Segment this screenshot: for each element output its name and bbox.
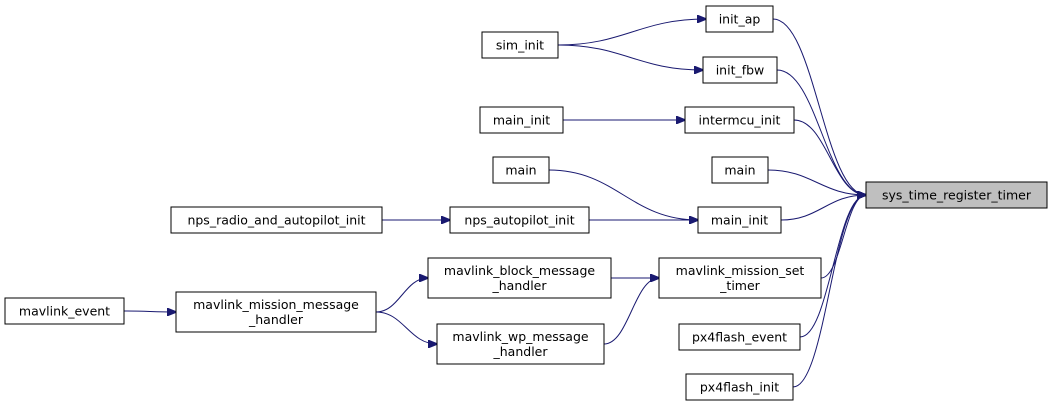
node-box	[4, 297, 125, 325]
node-label: sim_init	[496, 38, 544, 53]
node-init-fbw[interactable]: init_fbw	[702, 56, 778, 84]
node-label: nps_autopilot_init	[464, 213, 574, 228]
node-label: main	[505, 163, 536, 178]
edges-layer	[123, 18, 866, 388]
edge-sim_init-to-init_fbw	[557, 44, 703, 70]
node-label: main	[724, 163, 755, 178]
node-intermcu-init[interactable]: intermcu_init	[684, 106, 795, 134]
node-box	[481, 31, 559, 59]
edge-line	[767, 169, 866, 195]
node-box	[865, 181, 1048, 209]
node-label: intermcu_init	[699, 113, 781, 128]
node-label: _handler	[248, 312, 304, 327]
node-label: px4flash_event	[692, 330, 787, 345]
node-box	[449, 206, 590, 234]
node-px4flash-event[interactable]: px4flash_event	[678, 323, 801, 351]
node-label: mavlink_mission_message	[193, 297, 359, 312]
node-box	[479, 106, 564, 134]
node-label: init_ap	[719, 12, 761, 27]
node-label: mavlink_mission_set	[676, 263, 805, 278]
node-box	[684, 106, 795, 134]
node-label: mavlink_wp_message	[452, 329, 588, 344]
edge-main_right-to-sys_time_register_timer	[767, 169, 866, 195]
node-label: _handler	[492, 278, 548, 293]
edge-line	[548, 169, 698, 220]
node-label: main_init	[711, 213, 768, 228]
node-px4flash-init[interactable]: px4flash_init	[685, 373, 794, 401]
node-label: mavlink_event	[19, 304, 110, 319]
edge-sim_init-to-init_ap	[557, 19, 706, 46]
node-box	[170, 206, 383, 234]
edge-line	[793, 119, 866, 195]
edge-line	[375, 278, 428, 313]
edge-line	[557, 44, 703, 70]
nodes-layer: sys_time_register_timer init_ap init_fbw si…	[4, 5, 1048, 401]
node-main-init-left[interactable]: main_init	[479, 106, 564, 134]
node-label: main_init	[493, 113, 550, 128]
edge-line	[772, 18, 866, 195]
node-mavlink-wp-message-handler[interactable]: mavlink_wp_message_handler	[436, 323, 605, 365]
node-box	[711, 156, 769, 184]
edge-line	[780, 195, 866, 221]
node-nps-radio-and-autopilot-init[interactable]: nps_radio_and_autopilot_init	[170, 206, 383, 234]
node-box	[697, 206, 782, 234]
edge-line	[820, 195, 866, 279]
node-sys-time-register-timer: sys_time_register_timer	[865, 181, 1048, 209]
edge-px4flash_init-to-sys_time_register_timer	[792, 195, 866, 388]
node-box	[427, 257, 612, 299]
node-init-ap[interactable]: init_ap	[705, 5, 774, 33]
node-mavlink-event[interactable]: mavlink_event	[4, 297, 125, 325]
node-label: px4flash_init	[700, 380, 779, 395]
edge-intermcu_init-to-sys_time_register_timer	[793, 119, 866, 195]
node-mavlink-block-message-handler[interactable]: mavlink_block_message_handler	[427, 257, 612, 299]
node-mavlink-mission-message-handler[interactable]: mavlink_mission_message_handler	[175, 291, 377, 333]
node-box	[436, 323, 605, 365]
edge-line	[792, 195, 866, 388]
node-box	[702, 56, 778, 84]
node-box	[175, 291, 377, 333]
node-label: sys_time_register_timer	[882, 188, 1032, 203]
edge-mavlink_mission_message_handler-to-mavlink_block_message_handler	[375, 278, 428, 313]
node-main-right[interactable]: main	[711, 156, 769, 184]
node-label: init_fbw	[716, 63, 765, 78]
edge-line	[557, 19, 706, 46]
edge-mavlink_mission_set_timer-to-sys_time_register_timer	[820, 195, 866, 279]
edge-line	[375, 311, 437, 344]
node-box	[705, 5, 774, 33]
edge-main_left-to-main_init_right	[548, 169, 698, 220]
edge-line	[603, 278, 659, 345]
edge-mavlink_event-to-mavlink_mission_message_handler	[123, 311, 176, 312]
node-label: nps_radio_and_autopilot_init	[187, 213, 365, 228]
node-box	[492, 156, 550, 184]
node-box	[685, 373, 794, 401]
node-sim-init[interactable]: sim_init	[481, 31, 559, 59]
edge-mavlink_mission_message_handler-to-mavlink_wp_message_handler	[375, 311, 437, 344]
node-main-left[interactable]: main	[492, 156, 550, 184]
node-label: _handler	[493, 344, 549, 359]
node-box	[658, 257, 822, 299]
node-nps-autopilot-init[interactable]: nps_autopilot_init	[449, 206, 590, 234]
edge-init_ap-to-sys_time_register_timer	[772, 18, 866, 195]
edge-line	[123, 311, 176, 312]
edge-main_init_right-to-sys_time_register_timer	[780, 195, 866, 221]
node-box	[678, 323, 801, 351]
node-mavlink-mission-set-timer[interactable]: mavlink_mission_set_timer	[658, 257, 822, 299]
edge-mavlink_wp_message_handler-to-mavlink_mission_set_timer	[603, 278, 659, 345]
node-label: mavlink_block_message	[444, 263, 595, 278]
node-main-init-right[interactable]: main_init	[697, 206, 782, 234]
node-label: _timer	[719, 278, 760, 293]
